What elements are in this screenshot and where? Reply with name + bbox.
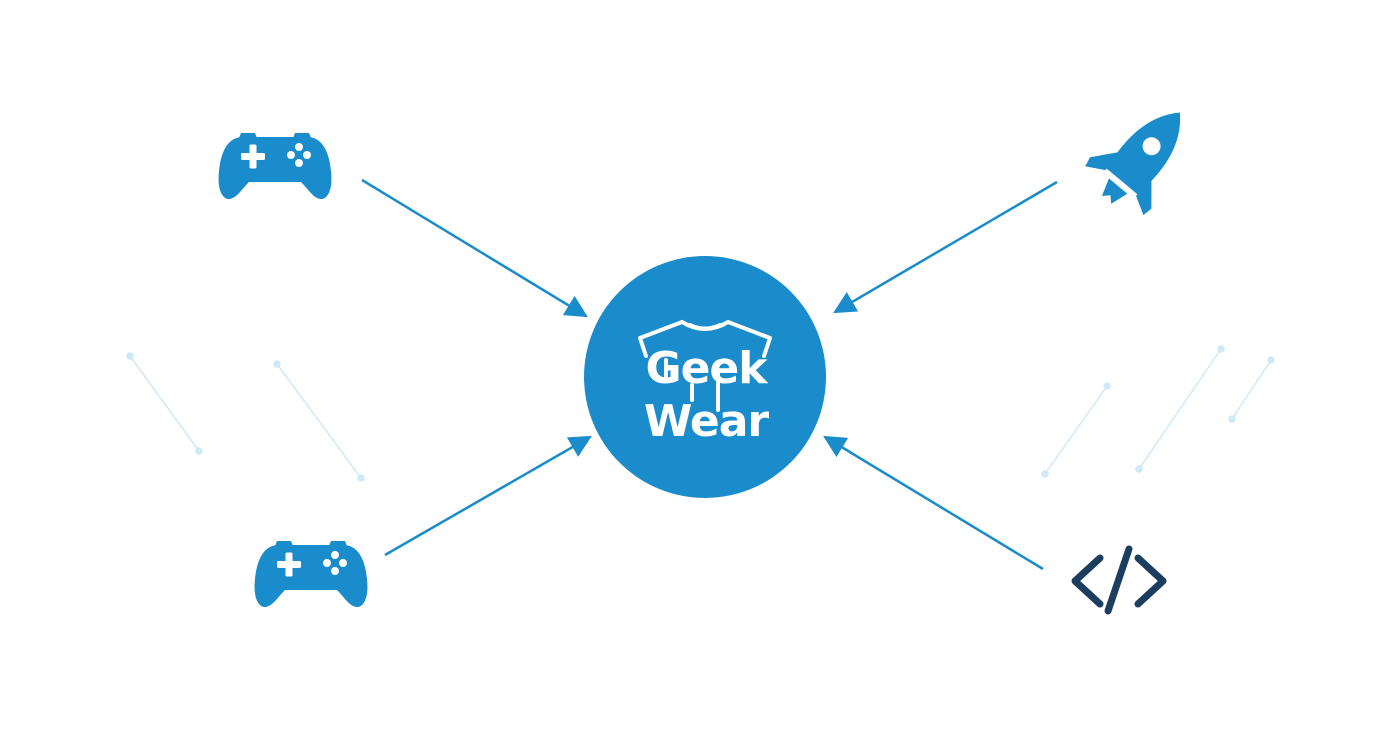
tshirt-icon	[638, 320, 772, 412]
arrow-bottom-left	[384, 435, 592, 557]
arrow-top-left	[361, 178, 588, 318]
code-icon	[1071, 545, 1167, 615]
deco-line-right-2	[1135, 345, 1225, 473]
center-hub: Geek Wear	[584, 256, 826, 498]
brand-name-line2: Wear	[644, 396, 769, 447]
deco-line-left-1	[126, 352, 203, 455]
hub-circle	[584, 256, 826, 498]
deco-line-right-3	[1228, 356, 1275, 423]
arrow-top-right	[833, 180, 1058, 314]
brand-name-line1: Geek	[645, 343, 769, 394]
deco-line-right-1	[1041, 382, 1111, 478]
gamepad-icon	[254, 541, 368, 607]
connectors	[361, 178, 1058, 571]
arrow-bottom-right	[823, 435, 1044, 571]
decorative-lines	[126, 345, 1275, 482]
deco-line-left-2	[273, 360, 365, 482]
rocket-icon	[1085, 112, 1181, 216]
gamepad-icon	[218, 133, 332, 199]
